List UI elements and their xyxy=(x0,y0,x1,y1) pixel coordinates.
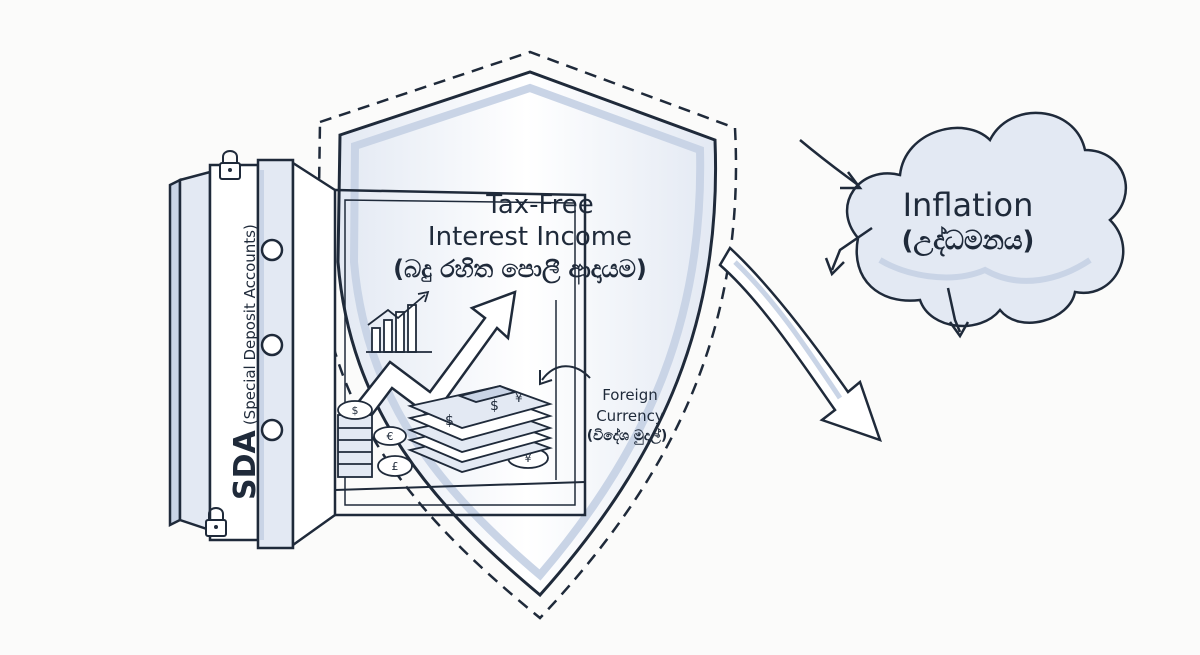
inflation-arrow xyxy=(718,246,883,443)
vault-label: SDA (Special Deposit Accounts) xyxy=(228,224,263,500)
currency-label-line1: Foreign xyxy=(602,386,658,404)
svg-text:£: £ xyxy=(392,460,399,473)
income-title-sinhala: (බදු රහිත පොලී ආදායම) xyxy=(393,255,647,283)
income-title-line2: Interest Income xyxy=(427,222,633,252)
wind-arrows xyxy=(799,139,970,339)
vault xyxy=(168,158,587,550)
trend-arrow-icon xyxy=(350,290,517,422)
inflation-sinhala: (උද්ධමනය) xyxy=(901,226,1035,256)
lock-icon xyxy=(219,150,241,180)
svg-text:$: $ xyxy=(445,413,454,429)
svg-text:$: $ xyxy=(352,404,359,417)
cloud-icon xyxy=(845,111,1127,328)
pointer-arrow xyxy=(539,365,591,386)
coin-icon: € xyxy=(373,426,407,446)
svg-text:¥: ¥ xyxy=(515,391,523,405)
bar-chart-icon xyxy=(366,290,432,353)
coin-icon: £ xyxy=(377,455,413,477)
vault-label-sub: (Special Deposit Accounts) xyxy=(241,224,259,426)
currency-label-sinhala: (විදේශ මුදල්) xyxy=(586,428,668,444)
income-title-line1: Tax-Free xyxy=(486,190,594,220)
vault-label-main: SDA xyxy=(228,430,263,500)
currency-label-line2: Currency xyxy=(596,407,664,425)
inflation-title: Inflation xyxy=(902,186,1034,224)
money-stack-icon: $ $ ¥ xyxy=(407,385,553,473)
lock-icon xyxy=(205,507,227,537)
coin-icon: $ xyxy=(337,400,373,478)
svg-text:$: $ xyxy=(490,398,499,414)
svg-text:¥: ¥ xyxy=(525,452,532,465)
svg-text:€: € xyxy=(387,430,394,443)
